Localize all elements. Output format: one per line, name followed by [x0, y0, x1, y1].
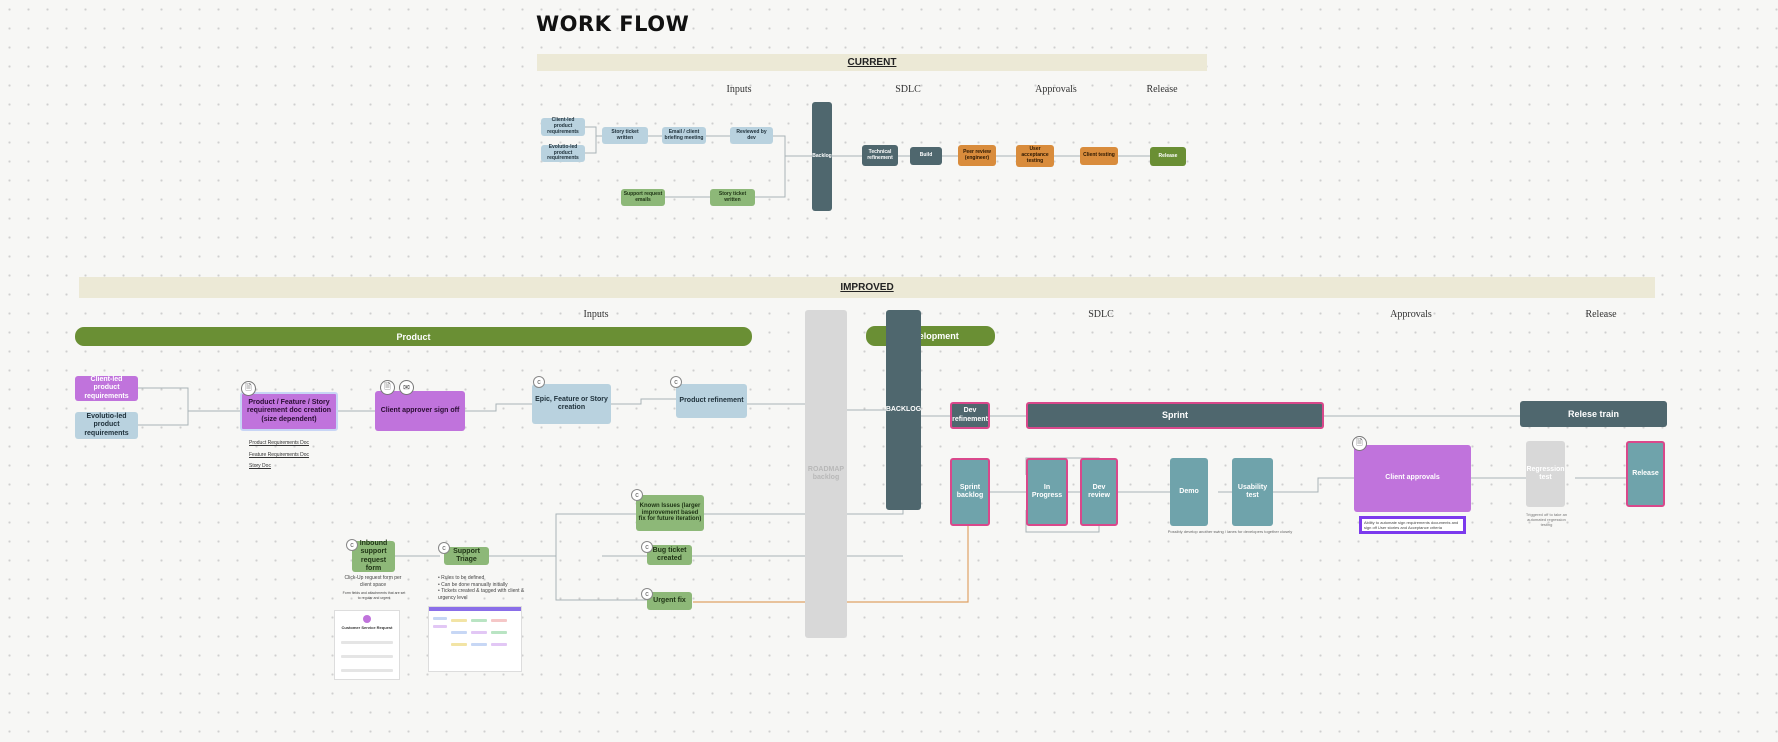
product-refinement-node[interactable]: Product refinement: [676, 384, 747, 418]
current-story-written-node[interactable]: Story ticket written: [602, 127, 648, 144]
current-story-written2-node[interactable]: Story ticket written: [710, 189, 755, 206]
regression-test-node[interactable]: Regression test: [1526, 441, 1565, 507]
roadmap-backlog-column[interactable]: ROADMAP backlog: [805, 310, 847, 638]
email-icon: ✉: [399, 380, 414, 395]
demo-node[interactable]: Demo: [1170, 458, 1208, 526]
current-evolutio-req-node[interactable]: Evolutio-led product requirements: [541, 144, 585, 162]
triage-bullets: • Rules to be defined • Can be done manu…: [438, 575, 525, 601]
inbound-note: Click-Up request form per client space: [344, 575, 402, 588]
clickup-icon: c: [533, 376, 545, 388]
in-progress-node[interactable]: In Progress: [1026, 458, 1068, 526]
current-band: CURRENT: [537, 54, 1207, 71]
clickup-icon: c: [670, 376, 682, 388]
clickup-icon: c: [641, 541, 653, 553]
dev-refinement-node[interactable]: Dev refinement: [950, 402, 990, 429]
story-doc-link[interactable]: Story Doc: [249, 463, 271, 469]
current-peer-review-node[interactable]: Peer review (engineer): [958, 145, 996, 166]
clickup-icon: c: [631, 489, 643, 501]
current-uat-node[interactable]: User acceptance testing: [1016, 145, 1054, 167]
form-icon: [363, 615, 371, 623]
sdlc-note: Possibly develop another swing / lanes f…: [1167, 529, 1293, 534]
improved-col-release: Release: [1585, 309, 1617, 320]
current-backlog-node[interactable]: Backlog: [812, 102, 832, 211]
improved-col-approvals: Approvals: [1390, 309, 1432, 320]
inbound-note-2: Form fields and attachments that are set…: [342, 591, 406, 600]
clickup-icon: c: [438, 542, 450, 554]
dev-review-node[interactable]: Dev review: [1080, 458, 1118, 526]
sprint-bar[interactable]: Sprint: [1026, 402, 1324, 429]
prd-link[interactable]: Product Requirements Doc: [249, 440, 310, 446]
current-build-node[interactable]: Build: [910, 147, 942, 165]
improved-col-sdlc: SDLC: [1088, 309, 1114, 320]
current-tech-refinement-node[interactable]: Technical refinement: [862, 145, 898, 166]
improved-evolutio-req-node[interactable]: Evolutio-led product requirements: [75, 412, 138, 439]
support-triage-node[interactable]: Support Triage: [444, 547, 489, 565]
document-icon: 🗎: [1352, 436, 1367, 451]
current-client-testing-node[interactable]: Client testing: [1080, 147, 1118, 165]
improved-backlog-column[interactable]: BACKLOG: [886, 310, 921, 510]
improved-client-req-node[interactable]: Client-led product requirements: [75, 376, 138, 401]
current-col-release: Release: [1146, 84, 1178, 95]
release-train-bar[interactable]: Relese train: [1520, 401, 1667, 427]
current-release-node[interactable]: Release: [1150, 147, 1186, 166]
clickup-icon: c: [641, 588, 653, 600]
current-client-req-node[interactable]: Client-led product requirements: [541, 118, 585, 136]
product-bar: Product: [75, 327, 752, 346]
frd-link[interactable]: Feature Requirements Doc: [249, 452, 310, 458]
document-icon: 🗎: [241, 381, 256, 396]
client-approvals-node[interactable]: Client approvals: [1354, 445, 1471, 512]
epic-feature-story-node[interactable]: Epic, Feature or Story creation: [532, 384, 611, 424]
current-col-approvals: Approvals: [1035, 84, 1077, 95]
document-icon: 🗎: [380, 380, 395, 395]
known-issues-node[interactable]: Known Issues (larger improvement based f…: [636, 495, 704, 531]
inbound-support-form-node[interactable]: Inbound support request form: [352, 540, 395, 572]
approvals-note: Ability to automate sign requirements do…: [1359, 516, 1466, 534]
client-approver-signoff-node[interactable]: Client approver sign off: [375, 391, 465, 431]
current-email-briefing-node[interactable]: Email / client briefing meeting: [662, 127, 706, 144]
usability-test-node[interactable]: Usability test: [1232, 458, 1273, 526]
current-col-sdlc: SDLC: [895, 84, 921, 95]
bug-ticket-node[interactable]: Bug ticket created: [647, 545, 692, 565]
current-support-emails-node[interactable]: Support request emails: [621, 189, 665, 206]
improved-band: IMPROVED: [79, 277, 1655, 298]
requirement-doc-creation-node[interactable]: Product / Feature / Story requirement do…: [240, 392, 338, 431]
improved-release-node[interactable]: Release: [1626, 441, 1665, 507]
support-form-thumbnail: Customer Service Request: [334, 610, 400, 680]
sprint-backlog-node[interactable]: Sprint backlog: [950, 458, 990, 526]
regression-note: Triggered off to take an automated regre…: [1525, 512, 1568, 528]
urgent-fix-node[interactable]: Urgent fix: [647, 592, 692, 610]
page-title: WORK FLOW: [536, 12, 690, 36]
current-reviewed-node[interactable]: Reviewed by dev: [730, 127, 773, 144]
triage-board-thumbnail: [428, 606, 522, 672]
improved-col-inputs: Inputs: [583, 309, 609, 320]
form-title: Customer Service Request: [341, 625, 393, 630]
current-col-inputs: Inputs: [726, 84, 752, 95]
clickup-icon: c: [346, 539, 358, 551]
